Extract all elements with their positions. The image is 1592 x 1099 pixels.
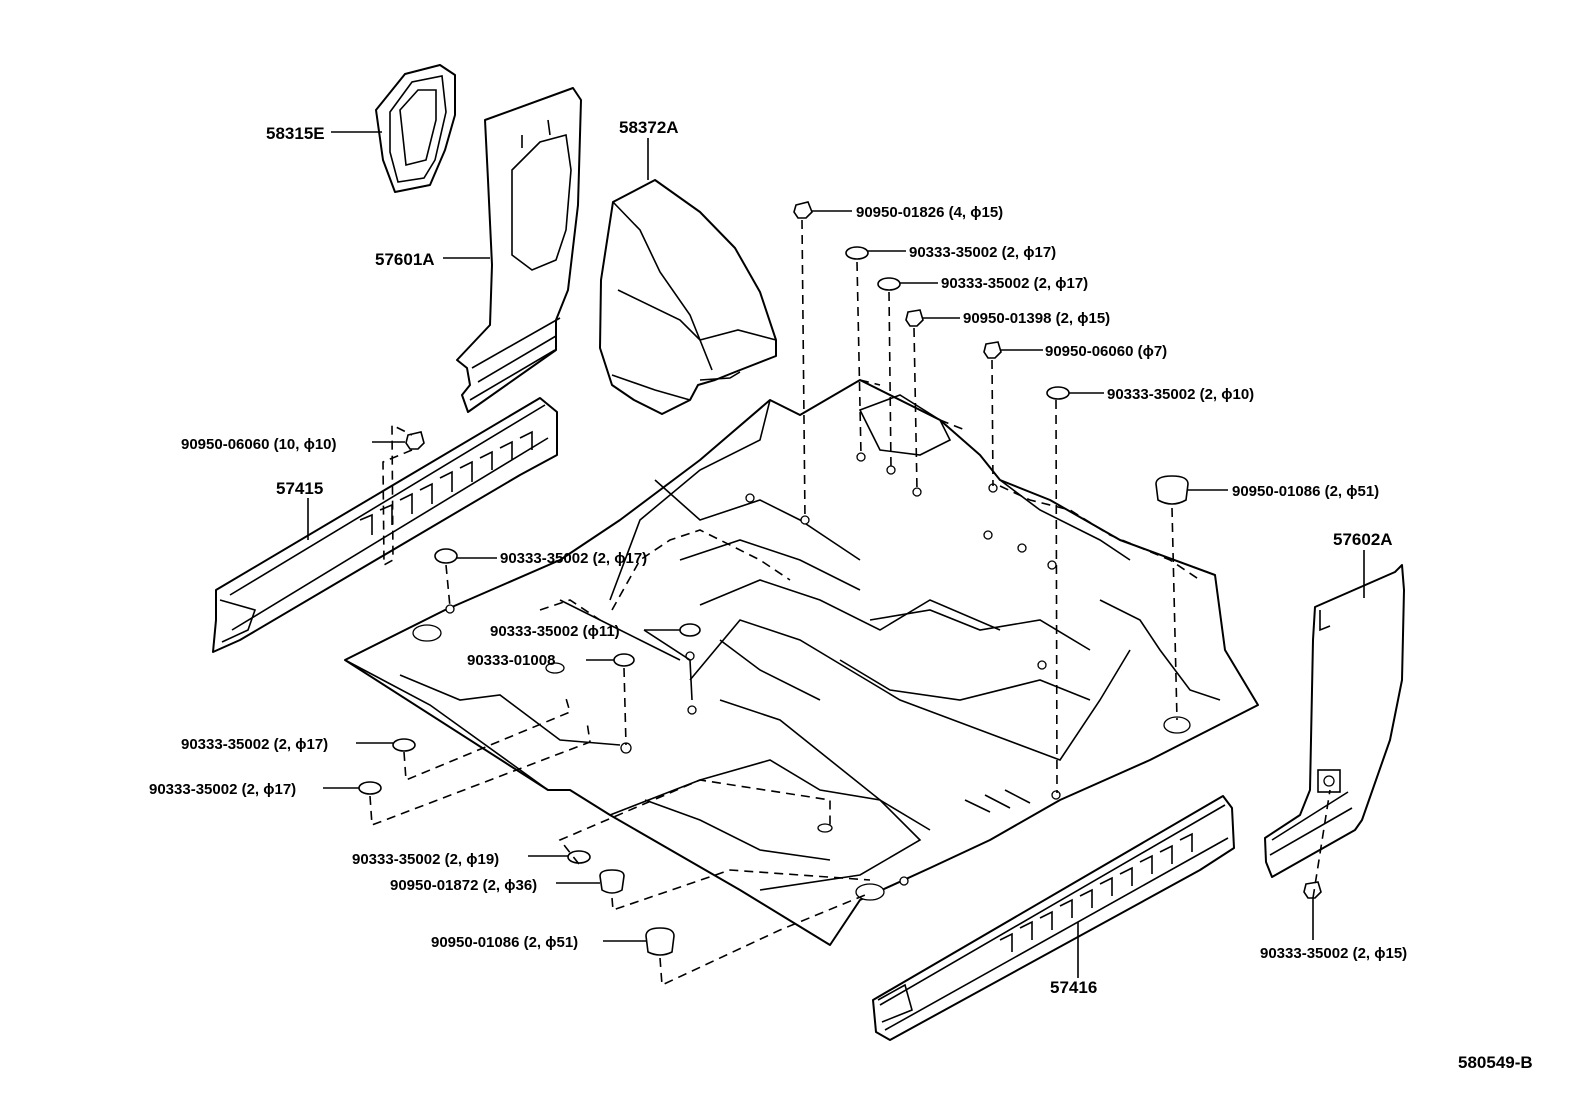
- label-57602A: 57602A: [1333, 530, 1393, 549]
- plug-90333-35002-b: [877, 277, 901, 291]
- grommet-90950-01086-a: [1155, 475, 1189, 505]
- label-90333-35002-f: 90333-35002 (2, ϕ17): [181, 736, 328, 753]
- label-90333-35002-d: 90333-35002 (2, ϕ17): [500, 550, 647, 567]
- plug-90333-35002-c: [1046, 386, 1070, 400]
- label-90950-06060-b: 90950-06060 (10, ϕ10): [181, 436, 337, 453]
- label-90333-01008: 90333-01008: [467, 652, 555, 669]
- diagram-id: 580549-B: [1458, 1053, 1533, 1072]
- label-90333-35002-c: 90333-35002 (2, ϕ10): [1107, 386, 1254, 403]
- label-90333-35002-h: 90333-35002 (2, ϕ19): [352, 851, 499, 868]
- label-90333-35002-b: 90333-35002 (2, ϕ17): [941, 275, 1088, 292]
- label-90950-01398: 90950-01398 (2, ϕ15): [963, 310, 1110, 327]
- part-57602A-panel: [1264, 564, 1405, 878]
- label-90950-01826: 90950-01826 (4, ϕ15): [856, 204, 1003, 221]
- dashed-install-lines: [369, 219, 1331, 987]
- plug-90333-35002-h: [567, 850, 591, 864]
- label-57416: 57416: [1050, 978, 1097, 997]
- label-90950-01086-b: 90950-01086 (2, ϕ51): [431, 934, 578, 951]
- fastener-symbols: [358, 201, 1322, 956]
- plug-90333-35002-g: [358, 781, 382, 795]
- part-57416-sill: [872, 795, 1235, 1041]
- label-58315E: 58315E: [266, 124, 325, 143]
- grommet-90333-35002-i: [1303, 881, 1322, 899]
- label-57415: 57415: [276, 479, 323, 498]
- part-58315E-panel: [375, 64, 456, 193]
- label-58372A: 58372A: [619, 118, 679, 137]
- label-57601A: 57601A: [375, 250, 435, 269]
- fastener-labels: 90950-01826 (4, ϕ15) 90333-35002 (2, ϕ17…: [149, 204, 1407, 962]
- plug-90333-35002-f: [392, 738, 416, 752]
- plug-90333-01008: [613, 653, 635, 667]
- label-90950-01086-a: 90950-01086 (2, ϕ51): [1232, 483, 1379, 500]
- grommet-90950-01872: [599, 869, 625, 894]
- part-58372A-panel: [599, 179, 777, 415]
- leader-lines: [307, 131, 1365, 978]
- part-57601A-panel: [456, 87, 582, 413]
- grommet-90950-01826: [793, 201, 813, 219]
- label-90333-35002-a: 90333-35002 (2, ϕ17): [909, 244, 1056, 261]
- grommet-90950-06060-a: [983, 341, 1002, 359]
- label-90950-06060-a: 90950-06060 (ϕ7): [1045, 343, 1167, 360]
- part-labels: 58315E 57601A 58372A 57415 57602A 57416: [266, 118, 1393, 997]
- plug-90333-35002-d: [434, 548, 458, 564]
- label-90333-35002-g: 90333-35002 (2, ϕ17): [149, 781, 296, 798]
- grommet-90950-01398: [905, 309, 924, 327]
- plug-90333-35002-e: [679, 623, 701, 637]
- label-90333-35002-i: 90333-35002 (2, ϕ15): [1260, 945, 1407, 962]
- part-57415-sill: [212, 397, 558, 653]
- grommet-90950-01086-b: [645, 927, 675, 956]
- label-90950-01872: 90950-01872 (2, ϕ36): [390, 877, 537, 894]
- label-90333-35002-e: 90333-35002 (ϕ11): [490, 623, 620, 640]
- plug-90333-35002-a: [845, 246, 869, 260]
- grommet-90950-06060-b: [405, 431, 425, 450]
